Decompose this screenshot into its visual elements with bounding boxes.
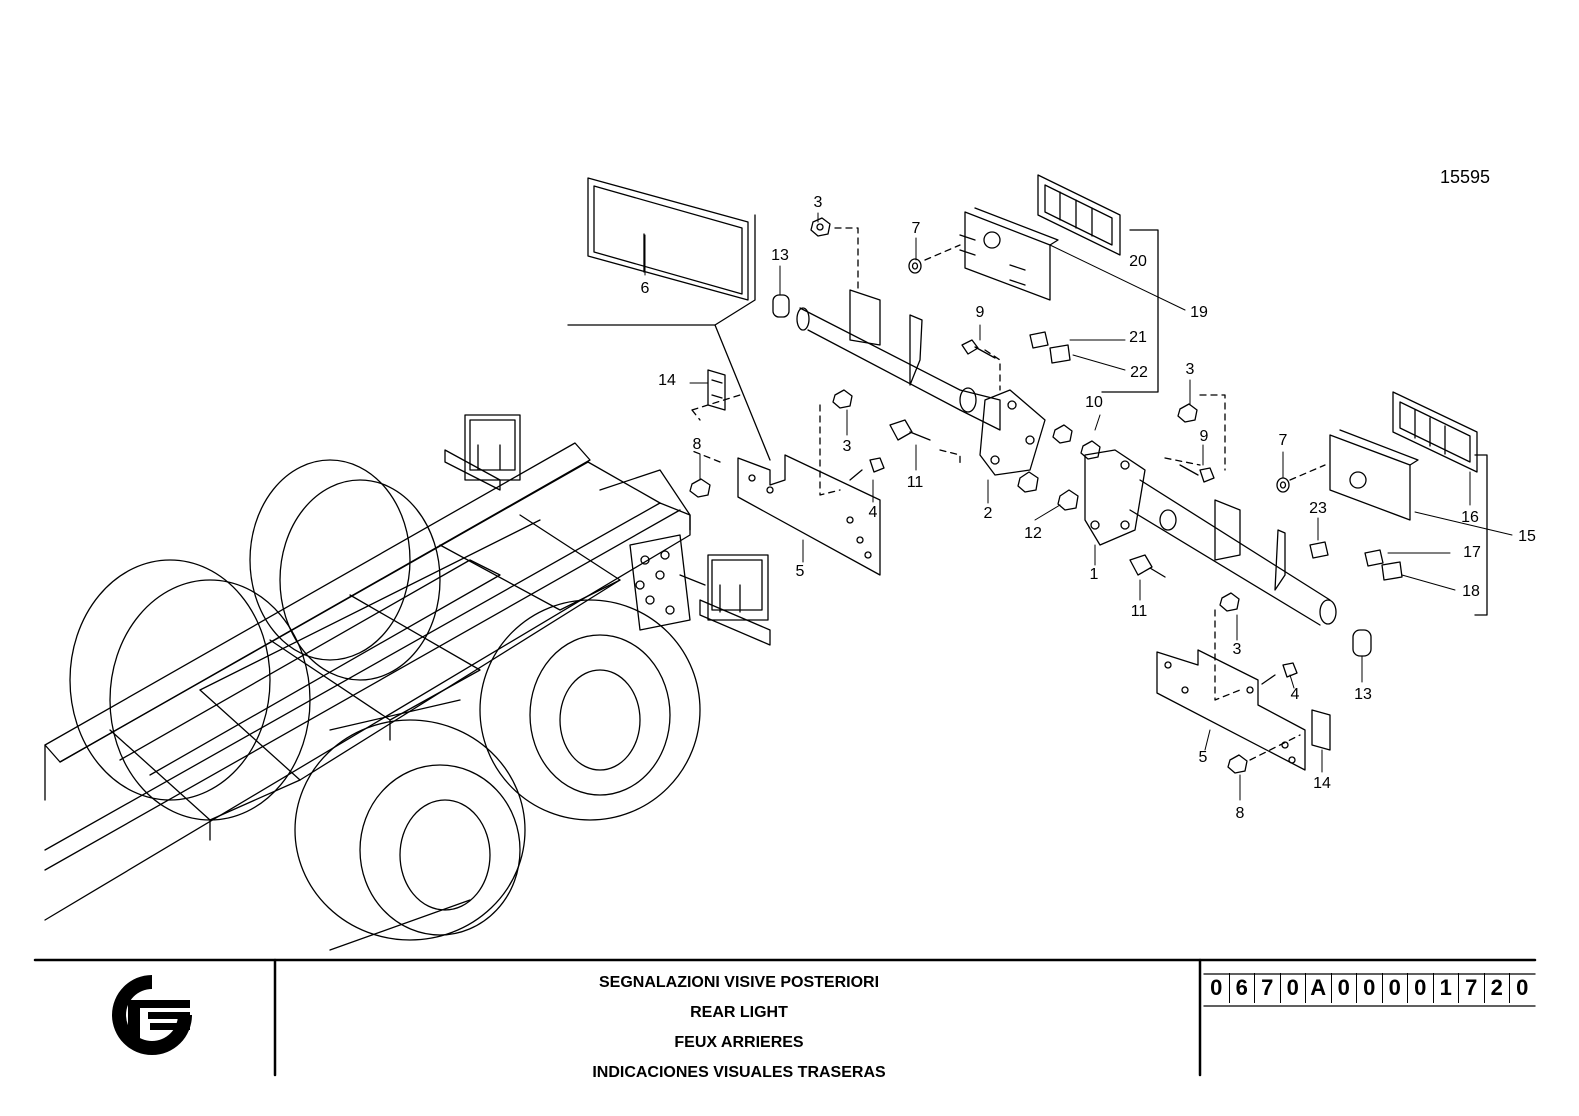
title-spanish: INDICACIONES VISUALES TRASERAS (592, 1064, 886, 1081)
callout-label: 20 (1129, 253, 1147, 270)
code-char: 6 (1230, 973, 1255, 1003)
brand-logo (112, 975, 192, 1055)
callout-label: 19 (1190, 304, 1208, 321)
left-rear-lamp (959, 207, 1059, 301)
callout-label: 15 (1518, 528, 1536, 545)
code-char: 0 (1332, 973, 1357, 1003)
chassis-license-bracket (629, 534, 706, 631)
title-french: FEUX ARRIERES (674, 1034, 804, 1051)
code-char: 0 (1357, 973, 1383, 1003)
callout-label: 2 (983, 505, 993, 522)
callout-label: 17 (1463, 544, 1481, 561)
code-char: 7 (1255, 973, 1281, 1003)
callout-label: 11 (1130, 603, 1148, 620)
right-lamp-lens (1392, 391, 1478, 473)
callout-label: 3 (842, 438, 852, 455)
license-plate-part (567, 177, 771, 461)
leader-lines (644, 212, 1513, 801)
code-char: 2 (1485, 973, 1510, 1003)
code-char: 0 (1516, 975, 1529, 1000)
code-char: A (1306, 973, 1332, 1003)
callout-label: 7 (911, 220, 921, 237)
drawing-code: 0 6 7 0 A 0 0 0 0 1 7 2 0 (1204, 973, 1535, 1003)
code-char: 7 (1459, 973, 1485, 1003)
callout-label: 14 (658, 372, 676, 389)
left-lamp-lens (1037, 174, 1121, 256)
callout-label: 3 (813, 194, 823, 211)
code-char: 0 (1204, 973, 1230, 1003)
chassis-lamp-left (444, 414, 521, 491)
sheet-number: 15595 (1440, 167, 1491, 187)
callout-label: 14 (1313, 775, 1331, 792)
title-block-frame (33, 958, 1537, 1077)
callout-label: 18 (1462, 583, 1480, 600)
callout-label: 7 (1278, 432, 1288, 449)
callout-label: 3 (1185, 361, 1195, 378)
right-mounting-bracket (1156, 649, 1306, 771)
callout-label: 4 (1290, 686, 1300, 703)
callout-label: 13 (771, 247, 789, 264)
left-lamp-bar (796, 289, 1046, 476)
group-brackets (1101, 229, 1488, 616)
fasteners (689, 217, 1403, 774)
code-char: 0 (1408, 973, 1434, 1003)
callout-label: 5 (795, 563, 805, 580)
truck-chassis (44, 442, 691, 921)
right-lamp-bar (1084, 449, 1337, 626)
callout-label: 1 (1089, 566, 1099, 583)
callout-label: 23 (1309, 500, 1327, 517)
callout-label: 4 (868, 504, 878, 521)
callout-label: 8 (1235, 805, 1245, 822)
right-small-bracket (1311, 709, 1331, 751)
callout-label: 8 (692, 436, 702, 453)
callout-label: 13 (1354, 686, 1372, 703)
right-rear-lamp (1329, 429, 1419, 521)
assembly-lines (689, 227, 1326, 761)
rear-wheels (69, 459, 701, 951)
code-char: 0 (1281, 973, 1306, 1003)
left-mounting-bracket (737, 454, 881, 576)
callout-label: 10 (1085, 394, 1103, 411)
callout-label: 9 (975, 304, 985, 321)
callout-label: 12 (1024, 525, 1042, 542)
code-box (1203, 973, 1536, 1007)
title-english: REAR LIGHT (690, 1004, 788, 1021)
callout-label: 22 (1130, 364, 1148, 381)
callout-label: 3 (1232, 641, 1242, 658)
code-char: 1 (1434, 973, 1459, 1003)
chassis-lamp-right (699, 554, 771, 646)
title-italian: SEGNALAZIONI VISIVE POSTERIORI (598, 974, 880, 991)
callout-label: 16 (1461, 509, 1479, 526)
callout-label: 9 (1199, 428, 1209, 445)
callout-label: 21 (1129, 329, 1147, 346)
code-char: 0 (1383, 973, 1408, 1003)
callout-label: 6 (640, 280, 650, 297)
title-block: SEGNALAZIONI VISIVE POSTERIORI REAR LIGH… (278, 968, 1200, 1088)
callout-label: 11 (906, 474, 924, 491)
left-small-bracket (707, 369, 726, 411)
callout-label: 5 (1198, 749, 1208, 766)
